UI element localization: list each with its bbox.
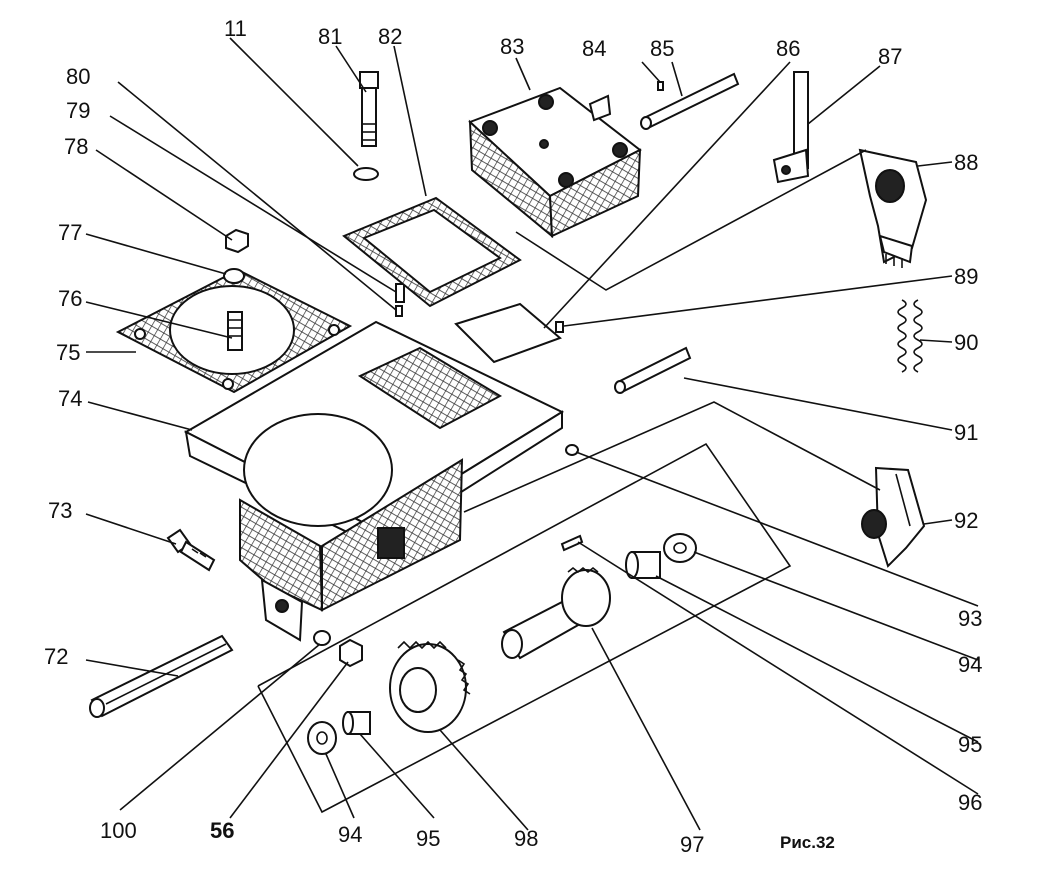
part-79-pin bbox=[395, 283, 405, 303]
label-85: 85 bbox=[650, 36, 674, 61]
part-89-pin bbox=[555, 321, 564, 333]
part-86-plate bbox=[454, 302, 562, 364]
part-83-cover bbox=[468, 86, 642, 239]
label-81: 81 bbox=[318, 24, 342, 49]
label-86: 86 bbox=[776, 36, 800, 61]
grouping-outline-upper bbox=[463, 149, 881, 513]
part-72-shaft bbox=[89, 634, 234, 718]
part-76-stud bbox=[227, 311, 243, 351]
label-73: 73 bbox=[48, 498, 72, 523]
part-91-rod bbox=[614, 346, 692, 394]
part-81-washer bbox=[353, 167, 379, 181]
part-93-plug bbox=[565, 444, 579, 456]
label-74: 74 bbox=[58, 386, 82, 411]
label-98: 98 bbox=[514, 826, 538, 851]
label-87: 87 bbox=[878, 44, 902, 69]
label-79: 79 bbox=[66, 98, 90, 123]
part-85-rod bbox=[640, 72, 740, 130]
label-76: 76 bbox=[58, 286, 82, 311]
part-98-bevel-gear bbox=[389, 640, 471, 733]
part-56-nut bbox=[339, 638, 363, 668]
label-77: 77 bbox=[58, 220, 82, 245]
part-84-pin bbox=[657, 81, 664, 91]
label-97: 97 bbox=[680, 832, 704, 857]
grouping-outline-lower bbox=[257, 442, 792, 814]
label-11: 11 bbox=[224, 16, 247, 41]
part-96-pin bbox=[560, 534, 584, 552]
part-100-washer bbox=[313, 630, 331, 646]
label-72: 72 bbox=[44, 644, 68, 669]
part-number-labels: 72 73 74 75 76 77 78 79 80 11 81 82 83 8… bbox=[44, 16, 982, 857]
part-97-gear-shaft bbox=[501, 566, 611, 660]
figure-caption: Рис.32 bbox=[780, 833, 835, 852]
label-93: 93 bbox=[958, 606, 982, 631]
label-94-right: 94 bbox=[958, 652, 982, 677]
part-95-bushing-left bbox=[342, 711, 371, 735]
label-91: 91 bbox=[954, 420, 978, 445]
part-95-bushing-right bbox=[625, 551, 661, 579]
label-95-left: 95 bbox=[416, 826, 440, 851]
label-100: 100 bbox=[100, 818, 137, 843]
part-81-bolt bbox=[359, 71, 379, 147]
leader-lines bbox=[85, 37, 979, 831]
label-80: 80 bbox=[66, 64, 90, 89]
part-74-housing bbox=[183, 320, 565, 642]
part-87-lever bbox=[772, 71, 810, 184]
part-82-gasket bbox=[342, 196, 522, 308]
label-78: 78 bbox=[64, 134, 88, 159]
part-77-washer bbox=[223, 268, 245, 284]
label-94-left: 94 bbox=[338, 822, 362, 847]
label-56: 56 bbox=[210, 818, 234, 843]
part-80-pin bbox=[395, 305, 403, 317]
part-88-sector-lever bbox=[858, 148, 928, 268]
part-78-nut bbox=[225, 228, 249, 254]
label-82: 82 bbox=[378, 24, 402, 49]
label-95-right: 95 bbox=[958, 732, 982, 757]
label-90: 90 bbox=[954, 330, 978, 355]
label-89: 89 bbox=[954, 264, 978, 289]
part-92-fork-lever bbox=[861, 466, 926, 568]
label-83: 83 bbox=[500, 34, 524, 59]
label-88: 88 bbox=[954, 150, 978, 175]
label-84: 84 bbox=[582, 36, 606, 61]
label-75: 75 bbox=[56, 340, 80, 365]
label-96: 96 bbox=[958, 790, 982, 815]
part-90-spring bbox=[897, 299, 923, 373]
label-92: 92 bbox=[954, 508, 978, 533]
part-73-bolt bbox=[166, 528, 216, 572]
